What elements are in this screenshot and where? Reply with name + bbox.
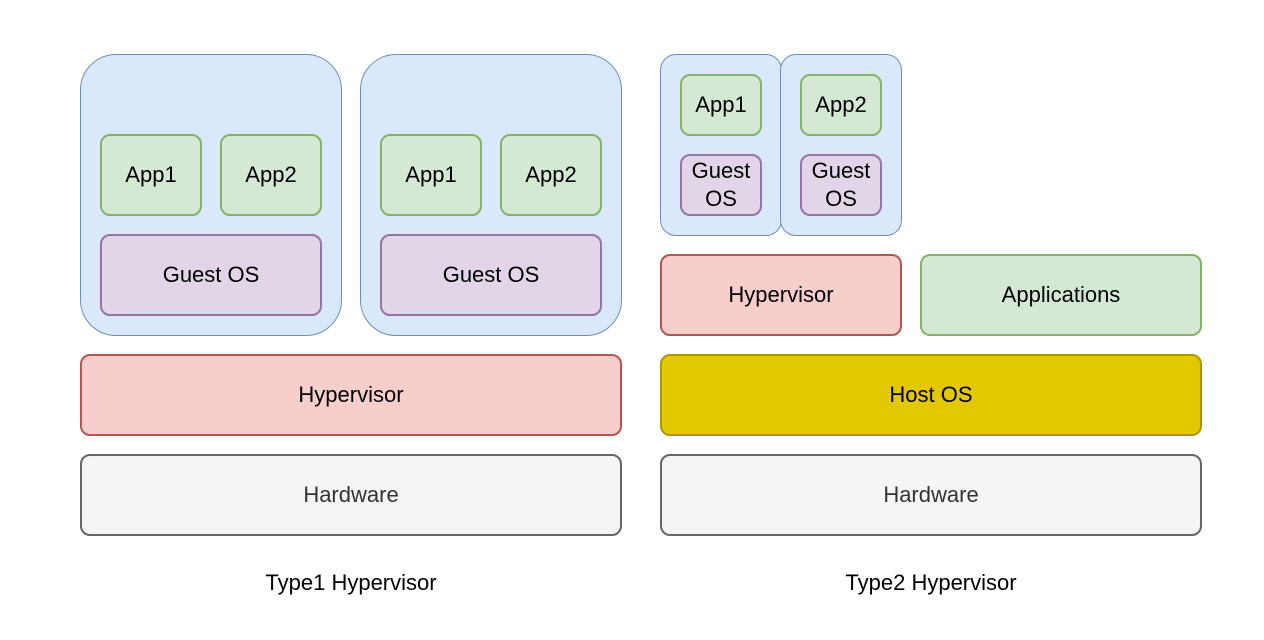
- type2-vm-left-app: App1: [680, 74, 762, 136]
- type1-caption: Type1 Hypervisor: [265, 570, 437, 595]
- type1-vm-right-app2: App2: [500, 134, 602, 216]
- type1-vm-right-guest-os: Guest OS: [380, 234, 602, 316]
- type1-hypervisor: Hypervisor: [80, 354, 622, 436]
- type1-hardware: Hardware: [80, 454, 622, 536]
- type2-vm-right-app: App2: [800, 74, 882, 136]
- type2-caption: Type2 Hypervisor: [845, 570, 1017, 595]
- type2-hardware: Hardware: [660, 454, 1202, 536]
- type2-applications: Applications: [920, 254, 1202, 336]
- type2-vm-left-guest-os: Guest OS: [680, 154, 762, 216]
- type2-host-os: Host OS: [660, 354, 1202, 436]
- type2-hypervisor: Hypervisor: [660, 254, 902, 336]
- type2-vm-right-guest-os: Guest OS: [800, 154, 882, 216]
- type1-vm-left-app2: App2: [220, 134, 322, 216]
- type1-vm-right-app1: App1: [380, 134, 482, 216]
- type1-vm-left-app1: App1: [100, 134, 202, 216]
- type1-vm-left-guest-os: Guest OS: [100, 234, 322, 316]
